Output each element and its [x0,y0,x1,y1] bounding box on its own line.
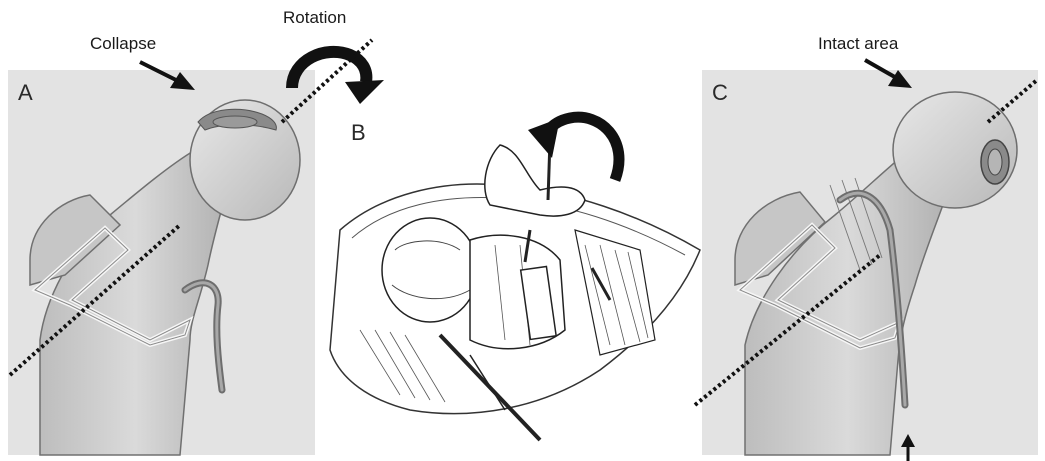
panel-b-letter: B [351,120,366,146]
panel-c-letter: C [712,80,728,106]
panel-b [330,117,700,440]
panel-b-femoral-head [382,218,478,322]
collapse-label: Collapse [90,34,156,54]
panel-a [8,70,315,455]
intact-area-label: Intact area [818,34,898,54]
panel-c [695,70,1038,455]
panel-a-letter: A [18,80,33,106]
rotation-label: Rotation [283,8,346,28]
panel-b-tissue-flap [485,145,585,216]
